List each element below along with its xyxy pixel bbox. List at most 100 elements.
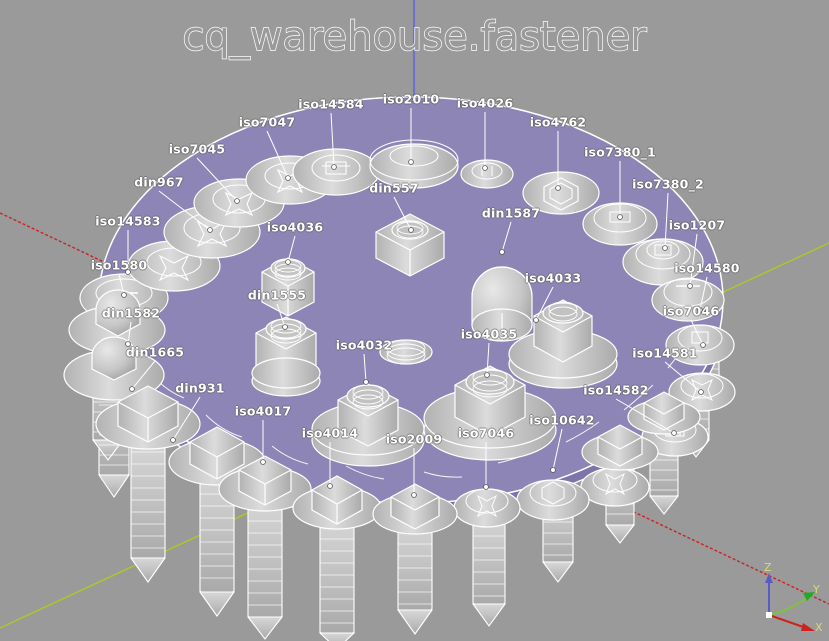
flat-head-fasteners-group[interactable] bbox=[79, 139, 736, 528]
part-label-iso7046: iso7046 bbox=[457, 425, 515, 441]
leader-line bbox=[393, 196, 412, 231]
leader-anchor-dot bbox=[121, 292, 127, 298]
leader-line bbox=[689, 233, 698, 287]
leader-anchor-dot bbox=[700, 342, 706, 348]
part-label-iso14582: iso14582 bbox=[583, 382, 649, 398]
leader-anchor-dot bbox=[331, 164, 337, 170]
part-label-iso4017: iso4017 bbox=[234, 403, 292, 419]
leader-line bbox=[266, 130, 289, 179]
part-label-iso7046: iso7046 bbox=[662, 303, 720, 319]
part-label-din1665: din1665 bbox=[125, 344, 185, 360]
leader-line bbox=[664, 192, 669, 249]
fastener-iso1207 bbox=[651, 277, 725, 322]
part-label-iso2010: iso2010 bbox=[382, 91, 440, 107]
triad-label-y: Y bbox=[813, 583, 820, 596]
fastener-hex-bolt bbox=[372, 483, 458, 535]
part-label-din1582: din1582 bbox=[101, 305, 161, 321]
bolt-heads-group[interactable] bbox=[63, 289, 701, 535]
part-label-din967: din967 bbox=[134, 174, 184, 190]
fastener-iso4036 bbox=[261, 257, 315, 317]
triad-label-z: Z bbox=[764, 561, 772, 574]
leader-anchor-dot bbox=[129, 386, 135, 392]
fastener-iso2010 bbox=[369, 139, 459, 189]
leader-anchor-dot bbox=[499, 249, 505, 255]
leader-line bbox=[287, 235, 296, 263]
leader-line bbox=[118, 273, 125, 296]
leader-anchor-dot bbox=[555, 185, 561, 191]
leader-anchor-dot bbox=[327, 483, 333, 489]
leader-anchor-dot bbox=[662, 245, 668, 251]
leader-anchor-dot bbox=[697, 307, 703, 313]
fastener-iso10642 bbox=[516, 479, 590, 521]
fastener-din1555 bbox=[251, 316, 321, 397]
leader-line bbox=[330, 112, 335, 168]
fastener-din1665 bbox=[63, 336, 165, 401]
leader-line bbox=[690, 319, 704, 346]
fastener-iso7380_2 bbox=[622, 238, 704, 286]
part-label-iso7047: iso7047 bbox=[238, 114, 296, 130]
fastener-din1587 bbox=[471, 266, 533, 342]
leader-anchor-dot bbox=[698, 389, 704, 395]
part-label-iso1207: iso1207 bbox=[668, 217, 726, 233]
leader-anchor-dot bbox=[482, 165, 488, 171]
leader-lines-group bbox=[118, 108, 708, 495]
part-label-iso4036: iso4036 bbox=[266, 219, 324, 235]
fastener-iso7380_1 bbox=[582, 202, 658, 246]
part-label-din557: din557 bbox=[369, 180, 419, 196]
part-label-iso14583: iso14583 bbox=[95, 213, 161, 229]
fastener-iso14584 bbox=[292, 148, 380, 196]
leader-anchor-dot bbox=[617, 214, 623, 220]
leader-anchor-dot bbox=[483, 484, 489, 490]
fastener-iso14580 bbox=[665, 324, 735, 366]
part-label-iso4035: iso4035 bbox=[460, 326, 518, 342]
leader-line bbox=[535, 286, 554, 321]
part-label-iso4014: iso4014 bbox=[301, 425, 359, 441]
nuts-group[interactable] bbox=[251, 213, 618, 467]
part-label-iso14580: iso14580 bbox=[674, 260, 740, 276]
fastener-iso2009 bbox=[292, 475, 382, 530]
leader-line bbox=[552, 428, 563, 471]
fastener-iso4762 bbox=[522, 171, 600, 215]
triad-z-arrow bbox=[765, 573, 773, 583]
leader-line bbox=[127, 321, 132, 345]
triad-label-x: X bbox=[815, 621, 823, 634]
leader-anchor-dot bbox=[234, 198, 240, 204]
leader-anchor-dot bbox=[687, 283, 693, 289]
triad-x-arrow bbox=[801, 623, 815, 631]
part-label-din1587: din1587 bbox=[481, 205, 541, 221]
leader-line bbox=[172, 396, 201, 441]
bolt-shank bbox=[246, 496, 284, 640]
fastener-iso4014-nut bbox=[311, 383, 425, 467]
fastener-iso7046-bottom bbox=[453, 488, 521, 528]
leader-line bbox=[196, 157, 238, 202]
part-label-iso4762: iso4762 bbox=[529, 114, 587, 130]
part-label-iso14581: iso14581 bbox=[632, 345, 698, 361]
axis-triad-svg bbox=[765, 573, 815, 631]
leader-anchor-dot bbox=[671, 430, 677, 436]
part-label-din1555: din1555 bbox=[247, 287, 307, 303]
part-label-iso7380_1: iso7380_1 bbox=[584, 144, 656, 160]
leader-line bbox=[158, 190, 211, 231]
leader-anchor-dots bbox=[121, 159, 706, 498]
leader-anchor-dot bbox=[170, 437, 176, 443]
leader-line bbox=[664, 361, 702, 393]
triad-y-axis bbox=[768, 594, 812, 616]
part-label-iso14584: iso14584 bbox=[298, 96, 364, 112]
axis-triad: Z Y X bbox=[755, 561, 825, 635]
fastener-hex-bolt bbox=[627, 391, 701, 435]
leader-line bbox=[615, 398, 675, 434]
part-label-iso2009: iso2009 bbox=[385, 431, 443, 447]
leader-line bbox=[276, 303, 286, 328]
leader-line bbox=[486, 342, 490, 376]
leader-anchor-dot bbox=[125, 269, 131, 275]
leader-anchor-dot bbox=[411, 492, 417, 498]
leader-anchor-dot bbox=[260, 459, 266, 465]
leader-anchor-dot bbox=[533, 317, 539, 323]
leader-anchor-dot bbox=[408, 227, 414, 233]
fastener-hex-bolt bbox=[581, 424, 659, 471]
part-label-iso4032: iso4032 bbox=[335, 337, 393, 353]
leader-anchor-dot bbox=[550, 467, 556, 473]
triad-y-arrow bbox=[803, 592, 815, 601]
